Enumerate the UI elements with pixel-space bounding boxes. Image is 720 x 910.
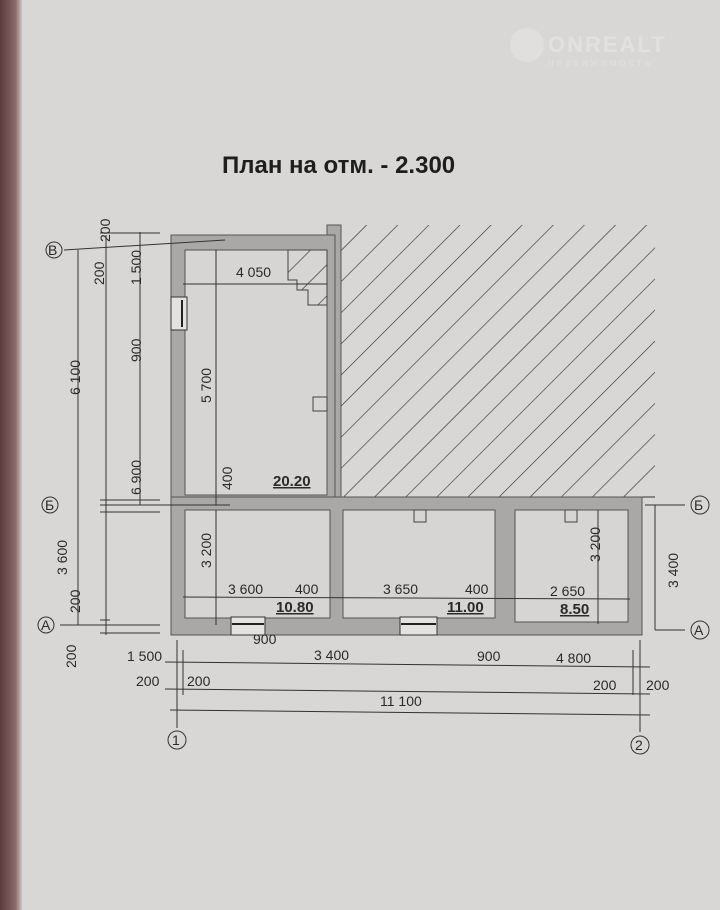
- axis-a-right: А: [694, 622, 704, 638]
- dimension-label: 3 650: [383, 581, 418, 597]
- dimension-label: 900: [477, 648, 501, 664]
- dimension-label: 2 650: [550, 583, 585, 599]
- dimension-label: 11 100: [380, 693, 422, 709]
- dimension-label: 400: [295, 581, 319, 597]
- axis-b-left: Б: [45, 497, 54, 513]
- watermark-logo: ONREALT НЕДВИЖИМОСТЬ: [510, 28, 667, 68]
- axis-a-left: А: [41, 617, 51, 633]
- window-bottom-2: [399, 616, 438, 636]
- axis-2: 2: [635, 737, 643, 753]
- dimension-label: 4 050: [236, 264, 271, 280]
- dimension-label: 4 800: [556, 650, 591, 666]
- dimension-label: 3 400: [665, 553, 681, 588]
- dimension-label: 6 900: [128, 460, 144, 495]
- area-room3: 8.50: [560, 601, 589, 618]
- axis-markers: В Б А Б А 1 2: [37, 241, 710, 755]
- dimension-label: 6 100: [67, 360, 83, 395]
- axis-v-left: В: [48, 242, 57, 258]
- dimension-label: 200: [646, 677, 670, 693]
- dimension-label: 900: [253, 631, 277, 647]
- dimension-label: 5 700: [198, 368, 214, 403]
- dimension-label: 900: [128, 338, 144, 362]
- inner-dimensions: 4 050 5 700 400 3 200 3 600 400 3 650 40…: [198, 264, 681, 599]
- stair: [287, 249, 328, 306]
- axis-1: 1: [172, 732, 180, 748]
- dimension-label: 200: [91, 261, 107, 285]
- dimension-label: 3 200: [587, 527, 603, 562]
- dimension-label: 1 500: [127, 648, 162, 664]
- axis-b-right: Б: [694, 497, 703, 513]
- room-3: [514, 509, 629, 623]
- dimension-label: 3 200: [198, 533, 214, 568]
- dimension-label: 3 600: [228, 581, 263, 597]
- left-dimensions: 200 200 1 500 900 6 100 6 900 3 600 200 …: [54, 218, 144, 668]
- dimension-label: ONREALT: [548, 32, 667, 57]
- window-bottom-1: [230, 616, 266, 636]
- plan-title: План на отм. - 2.300: [222, 152, 455, 179]
- dimension-label: 200: [136, 673, 160, 689]
- hatched-area: [337, 225, 655, 497]
- dimension-label: 200: [593, 677, 617, 693]
- area-upper: 20.20: [273, 473, 311, 490]
- dimension-label: 3 600: [54, 540, 70, 575]
- dimension-lines: [60, 232, 685, 732]
- bottom-dimensions: 900 1 500 3 400 900 4 800 200 200 200 20…: [127, 631, 670, 709]
- area-room2: 11.00: [447, 599, 484, 616]
- dimension-label: 200: [63, 644, 79, 668]
- dimension-label: 200: [187, 673, 211, 689]
- page-edge: [0, 0, 22, 910]
- dimension-label: 200: [67, 589, 83, 613]
- dimension-label: 400: [465, 581, 489, 597]
- dimension-label: 3 400: [314, 647, 349, 663]
- dimension-label: 1 500: [128, 250, 144, 285]
- upper-room: [184, 249, 328, 496]
- dimension-label: 400: [219, 466, 235, 490]
- window-left: [170, 296, 188, 331]
- dimension-label: 200: [97, 218, 113, 242]
- dimension-label: НЕДВИЖИМОСТЬ: [548, 59, 653, 68]
- area-room1: 10.80: [276, 599, 314, 616]
